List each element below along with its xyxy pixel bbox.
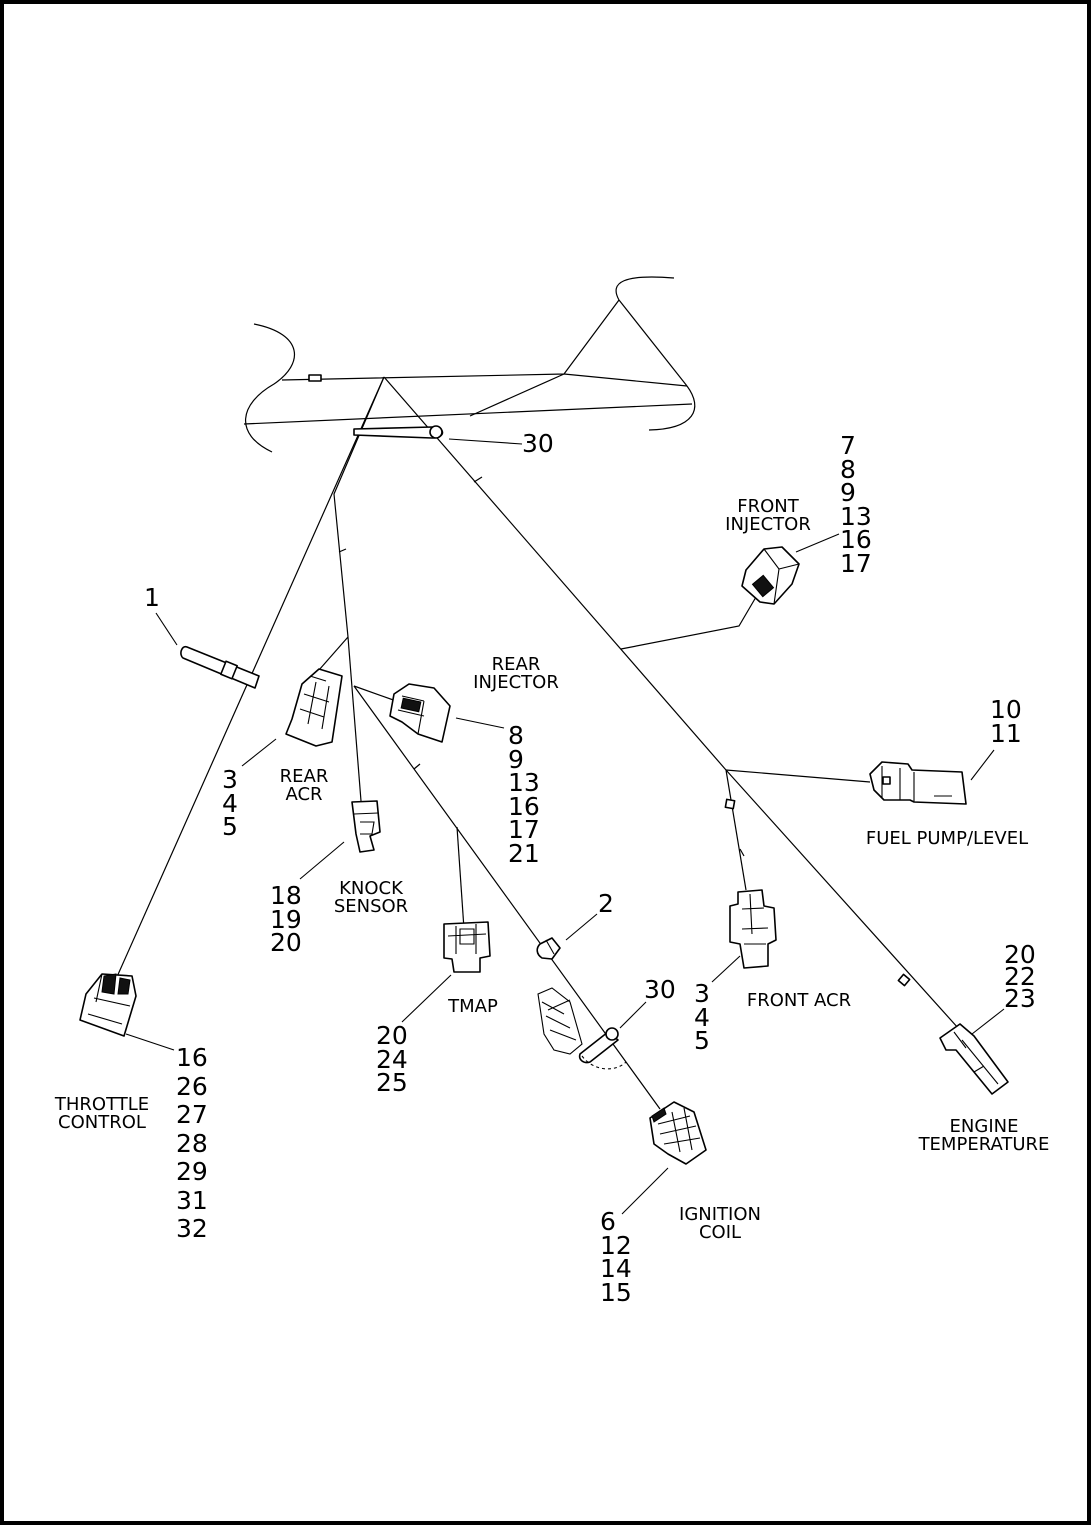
callout-number: 20	[1004, 940, 1036, 969]
callout-cable-strap-top: 30	[522, 429, 554, 458]
callout-number: 15	[600, 1277, 632, 1307]
knock-sensor-label-line-2: SENSOR	[333, 896, 409, 917]
callout-number: 6	[600, 1207, 616, 1236]
callout-number: 25	[376, 1068, 408, 1097]
callout-number: 13	[840, 501, 872, 531]
front-injector-label-line-2: INJECTOR	[725, 514, 811, 535]
wiring-harness-drawing	[79, 276, 1009, 1215]
fuel-pump-level-label-line-1: FUEL PUMP/LEVEL	[865, 828, 1029, 849]
rear-acr-label-line-1: REAR	[279, 766, 329, 787]
callout-number: 13	[508, 768, 540, 797]
ignition-coil-label-line-1: IGNITION	[679, 1204, 761, 1225]
callout-number: 28	[176, 1128, 208, 1158]
callout-number: 29	[176, 1157, 208, 1186]
knock-sensor-callouts: 18 19 20	[270, 881, 302, 957]
callout-number: 8	[508, 721, 524, 750]
harness-trunks	[115, 376, 960, 1110]
ignition-coil-connector	[621, 1101, 707, 1215]
fuel-pump-level-label: FUEL PUMP/LEVEL	[860, 830, 1034, 848]
callout-number: 21	[508, 838, 540, 868]
callout-number: 20	[270, 928, 302, 957]
callout-number: 5	[222, 812, 238, 841]
callout-number: 4	[222, 788, 238, 818]
throttle-control-label: THROTTLE CONTROL	[48, 1096, 156, 1132]
callout-number: 16	[176, 1043, 208, 1072]
callout-number: 27	[176, 1100, 208, 1129]
rear-acr-connector	[241, 668, 343, 767]
callout-number: 9	[840, 478, 856, 507]
clip-1	[155, 612, 260, 689]
engine-temperature-label-line-1: ENGINE	[949, 1116, 1019, 1137]
cable-strap-lower	[537, 987, 647, 1070]
rear-acr-callouts: 3 4 5	[222, 765, 238, 841]
engine-temperature-label-line-2: TEMPERATURE	[918, 1134, 1050, 1155]
callout-number: 14	[600, 1254, 632, 1283]
fuel-pump-level-connector	[869, 749, 995, 805]
rear-injector-label-line-1: REAR	[491, 654, 541, 675]
callout-number: 5	[694, 1026, 710, 1055]
knock-sensor-label: KNOCK SENSOR	[326, 880, 416, 916]
callout-number: 31	[176, 1185, 208, 1215]
tmap-callouts: 20 24 25	[376, 1021, 408, 1097]
callout-number: 32	[176, 1214, 208, 1243]
ignition-coil-label-line-2: COIL	[698, 1222, 742, 1243]
callout-number: 4	[694, 1002, 710, 1032]
engine-temperature-connector	[897, 973, 1009, 1095]
rear-injector-label: REAR INJECTOR	[464, 656, 568, 692]
front-injector-callouts: 7 8 9 13 16 17	[840, 431, 872, 578]
rear-acr-label: REAR ACR	[266, 768, 342, 804]
throttle-control-label-line-2: CONTROL	[58, 1112, 146, 1133]
front-acr-label: FRONT ACR	[740, 992, 858, 1010]
front-acr-callouts: 3 4 5	[694, 979, 710, 1055]
front-acr-label-line-1: FRONT ACR	[746, 990, 852, 1011]
callout-number: 23	[1004, 984, 1036, 1013]
harness-top-loop	[243, 276, 696, 453]
callout-number: 16	[840, 525, 872, 554]
cable-strap-top	[353, 425, 523, 445]
callout-number: 11	[990, 718, 1022, 748]
engine-temperature-label: ENGINE TEMPERATURE	[910, 1118, 1058, 1154]
callout-number: 18	[270, 881, 302, 910]
callout-number: 22	[1004, 962, 1036, 991]
callout-number: 7	[840, 431, 856, 460]
rear-injector-connector	[389, 683, 505, 743]
callout-number: 8	[840, 454, 856, 484]
callout-number: 20	[376, 1021, 408, 1050]
rear-acr-label-line-2: ACR	[285, 784, 323, 805]
engine-temperature-callouts: 20 22 23	[1004, 940, 1036, 1013]
clip-2	[536, 913, 598, 960]
tmap-connector	[401, 921, 491, 1023]
front-injector-label-line-1: FRONT	[737, 496, 799, 517]
rear-injector-callouts: 8 9 13 16 17 21	[508, 721, 540, 868]
front-injector-connector	[741, 533, 840, 605]
ignition-coil-label: IGNITION COIL	[670, 1206, 770, 1242]
callout-cable-strap-lower: 30	[644, 975, 676, 1004]
callout-number: 17	[508, 815, 540, 844]
throttle-control-connector	[79, 973, 175, 1051]
front-injector-label: FRONT INJECTOR	[716, 498, 820, 534]
callout-clip-1: 1	[144, 583, 160, 612]
knock-sensor-connector	[299, 800, 381, 880]
callout-number: 17	[840, 548, 872, 578]
throttle-control-callouts: 16 26 27 28 29 31 32	[176, 1043, 208, 1244]
fuel-pump-level-callouts: 10 11	[990, 695, 1022, 748]
front-acr-connector	[711, 798, 777, 983]
ignition-coil-callouts: 6 12 14 15	[600, 1207, 632, 1307]
tmap-label-line-1: TMAP	[448, 996, 498, 1017]
callout-number: 16	[508, 791, 540, 821]
callout-number: 24	[376, 1044, 408, 1074]
callout-number: 12	[600, 1230, 632, 1260]
throttle-control-label-line-1: THROTTLE	[54, 1094, 150, 1115]
callout-number: 19	[270, 904, 302, 934]
callout-number: 9	[508, 744, 524, 774]
callout-clip-2: 2	[598, 889, 614, 918]
callout-number: 3	[694, 979, 710, 1008]
callout-number: 26	[176, 1071, 208, 1101]
callout-number: 10	[990, 695, 1022, 724]
callout-number: 3	[222, 765, 238, 794]
knock-sensor-label-line-1: KNOCK	[339, 878, 403, 899]
rear-injector-label-line-2: INJECTOR	[473, 672, 559, 693]
tmap-label: TMAP	[440, 998, 506, 1016]
